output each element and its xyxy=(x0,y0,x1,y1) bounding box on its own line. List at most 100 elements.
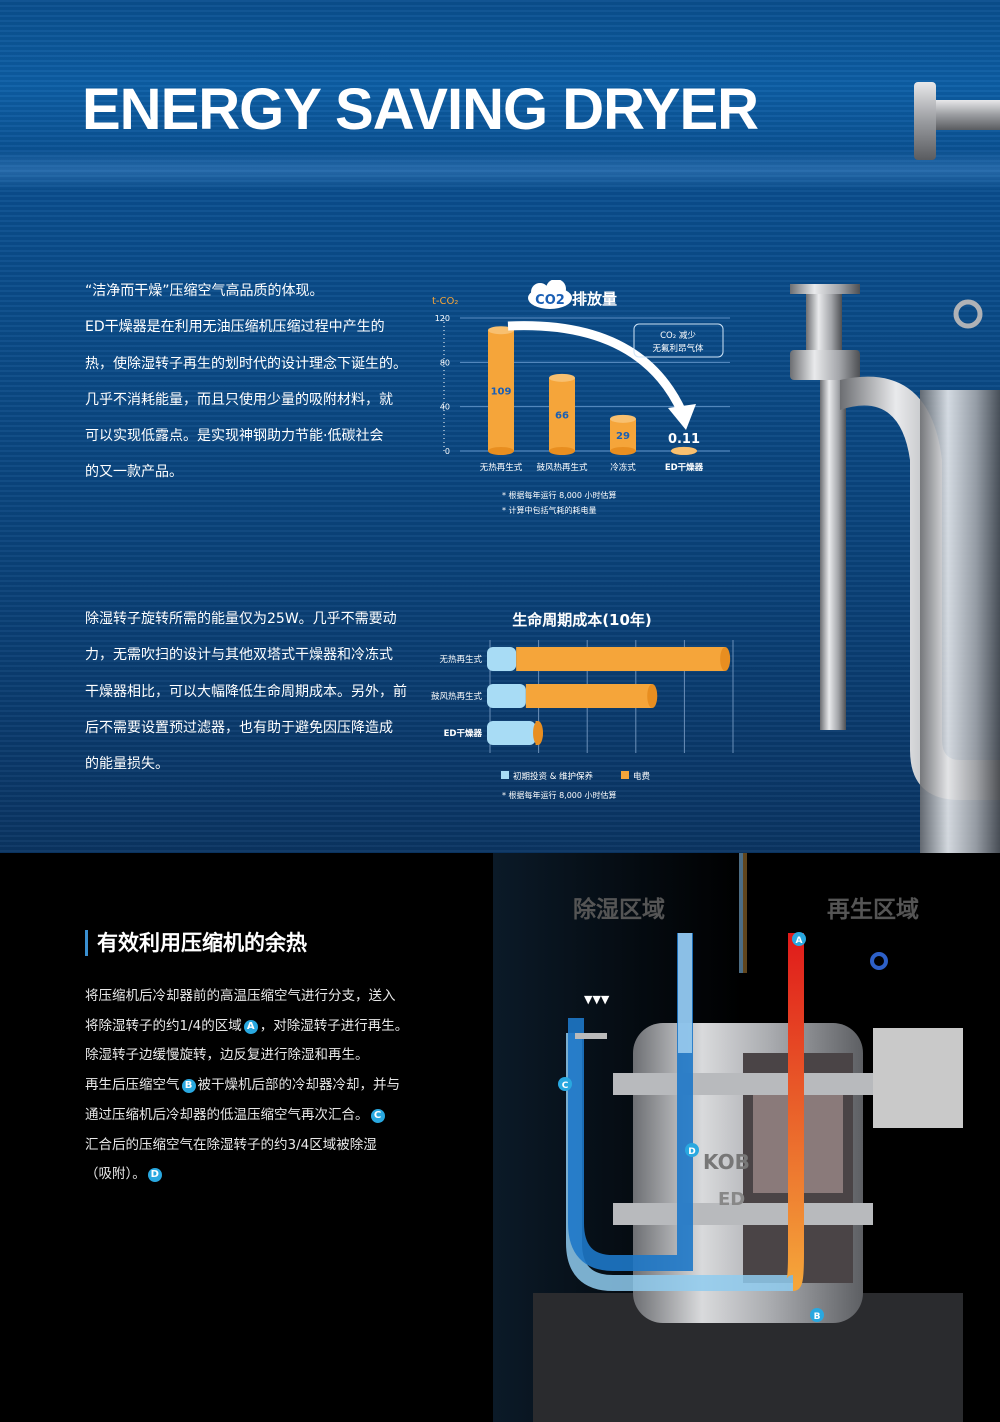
x-tick-label: 鼓风热再生式 xyxy=(536,462,588,473)
text: 除湿转子边缓慢旋转，边反复进行除湿和再生。 xyxy=(85,1047,369,1064)
dryer-flow-diagram: 除湿区域 再生区域 KOB ED ▼▼▼ A B C D xyxy=(493,853,963,1422)
y-tick-label: 120 xyxy=(435,314,450,323)
text: 将除湿转子的约1/4的区域 xyxy=(85,1017,242,1034)
annotation-box xyxy=(633,323,724,358)
dryer-pipes-image xyxy=(790,284,1000,853)
legend-label: 电费 xyxy=(633,771,651,782)
text: 汇合后的压缩空气在除湿转子的约3/4区域被除湿 xyxy=(85,1136,377,1153)
bar-top xyxy=(549,373,575,382)
bar-base xyxy=(488,447,514,455)
chart-title: 排放量 xyxy=(572,290,617,308)
x-tick-label: ED干燥器 xyxy=(665,462,704,473)
text-line: 热，使除湿转子再生的划时代的设计理念下诞生的。 xyxy=(85,355,407,372)
marker-c: C xyxy=(562,1081,569,1091)
category-label: 鼓风热再生式 xyxy=(431,691,483,702)
legend-swatch-electricity xyxy=(621,771,629,779)
bar-top xyxy=(671,446,697,455)
text-line: 后不需要设置预过滤器，也有助于避免因压降造成 xyxy=(85,719,393,736)
marker-b-icon: B xyxy=(181,1079,196,1094)
bar-base xyxy=(549,447,575,455)
brand-text: KOB xyxy=(703,1150,750,1174)
bar-value-label: 29 xyxy=(616,431,630,442)
marker-a-icon: A xyxy=(243,1019,258,1034)
reduction-arrow xyxy=(507,321,687,414)
control-box xyxy=(873,1028,963,1128)
text: 再生后压缩空气 xyxy=(85,1077,180,1094)
text-line: 力，无需吹扫的设计与其他双塔式干燥器和冷冻式 xyxy=(85,647,393,664)
bar-end xyxy=(533,721,544,745)
bar xyxy=(610,418,636,451)
valve-handwheel-icon xyxy=(870,952,888,970)
bar-segment xyxy=(487,647,517,671)
category-label: 无热再生式 xyxy=(439,654,482,665)
footnote: * 计算中包括气耗的耗电量 xyxy=(502,505,597,515)
footnote: * 根据每年运行 8,000 小时估算 xyxy=(502,790,617,800)
cloud-icon xyxy=(528,280,572,309)
pipe-flange-image xyxy=(914,82,1000,160)
bar-segment xyxy=(525,684,653,708)
chart-title: 生命周期成本(10年) xyxy=(512,611,652,629)
x-tick-label: 无热再生式 xyxy=(480,462,523,473)
text-line: 可以实现低露点。是实现神钢助力节能·低碳社会 xyxy=(85,428,384,445)
text-line: 将压缩机后冷却器前的高温压缩空气进行分支，送入 xyxy=(85,982,415,1012)
co2-badge: CO2 xyxy=(535,293,565,308)
bar-value-label: 109 xyxy=(491,387,512,398)
marker-a: A xyxy=(796,936,803,946)
category-label: ED干燥器 xyxy=(444,728,483,739)
bar-top xyxy=(488,326,514,335)
y-tick-label: 80 xyxy=(440,358,450,367)
text-line: ED干燥器是在利用无油压缩机压缩过程中产生的 xyxy=(85,319,385,336)
text-line: 汇合后的压缩空气在除湿转子的约3/4区域被除湿 xyxy=(85,1131,415,1161)
text-line: 干燥器相比，可以大幅降低生命周期成本。另外，前 xyxy=(85,683,407,700)
marker-c-icon: C xyxy=(370,1108,385,1123)
bar xyxy=(488,330,514,451)
zone-label-regenerate: 再生区域 xyxy=(827,896,919,923)
y-tick-label: 0 xyxy=(445,447,450,456)
text: （吸附）。 xyxy=(85,1166,146,1183)
y-axis-label: t-CO₂ xyxy=(432,296,458,307)
dehumidify-pipe-d xyxy=(568,933,693,1271)
intro-paragraph: “洁净而干燥”压缩空气高品质的体现。 ED干燥器是在利用无油压缩机压缩过程中产生… xyxy=(85,273,415,491)
bar-value-label: 66 xyxy=(555,410,569,421)
bar xyxy=(549,377,575,451)
regen-pipe-a-b xyxy=(786,933,804,1291)
bar-segment xyxy=(487,684,526,708)
marker-d-icon: D xyxy=(147,1168,162,1183)
footnote: * 根据每年运行 8,000 小时估算 xyxy=(502,490,617,500)
bar-value-label: 0.11 xyxy=(668,432,700,447)
bar-top xyxy=(610,414,636,423)
rotor-paragraph: 除湿转子旋转所需的能量仅为25W。几乎不需要动 力，无需吹扫的设计与其他双塔式干… xyxy=(85,601,415,782)
section-heading: 有效利用压缩机的余热 xyxy=(85,930,307,956)
bar-segment xyxy=(487,721,536,745)
flow-arrows-down: ▼▼▼ xyxy=(584,993,610,1006)
text-line: 几乎不消耗能量，而且只使用少量的吸附材料，就 xyxy=(85,391,393,408)
text: 被干燥机后部的冷却器冷却，并与 xyxy=(197,1077,401,1094)
y-tick-label: 40 xyxy=(440,403,450,412)
annotation-line: CO₂ 减少 xyxy=(660,330,696,341)
text-line: 除湿转子边缓慢旋转，边反复进行除湿和再生。 xyxy=(85,1041,415,1071)
bar-segment xyxy=(516,647,726,671)
marker-b: B xyxy=(814,1312,821,1322)
model-text: ED xyxy=(718,1189,745,1210)
zone-label-dehumidify: 除湿区域 xyxy=(573,896,665,923)
annotation-line: 无氟利昂气体 xyxy=(652,343,704,354)
legend-swatch-initial xyxy=(501,771,509,779)
text-line: “洁净而干燥”压缩空气高品质的体现。 xyxy=(85,283,324,299)
text-line: 除湿转子旋转所需的能量仅为25W。几乎不需要动 xyxy=(85,611,397,627)
arrow-head xyxy=(668,404,696,430)
text-line: 的能量损失。 xyxy=(85,756,169,773)
bar-base xyxy=(610,447,636,455)
bar-end xyxy=(647,684,658,708)
legend-label: 初期投资 & 维护保养 xyxy=(513,771,594,782)
text-line: 的又一款产品。 xyxy=(85,464,183,481)
text-line: 通过压缩机后冷却器的低温压缩空气再次汇合。C xyxy=(85,1101,415,1131)
x-tick-label: 冷冻式 xyxy=(610,462,636,473)
text: 通过压缩机后冷却器的低温压缩空气再次汇合。 xyxy=(85,1106,369,1123)
page-title: ENERGY SAVING DRYER xyxy=(82,77,759,142)
hero-section: ENERGY SAVING DRYER “洁净而干燥”压缩空气高品质的体现。 E… xyxy=(0,0,1000,853)
marker-d: D xyxy=(688,1147,695,1157)
